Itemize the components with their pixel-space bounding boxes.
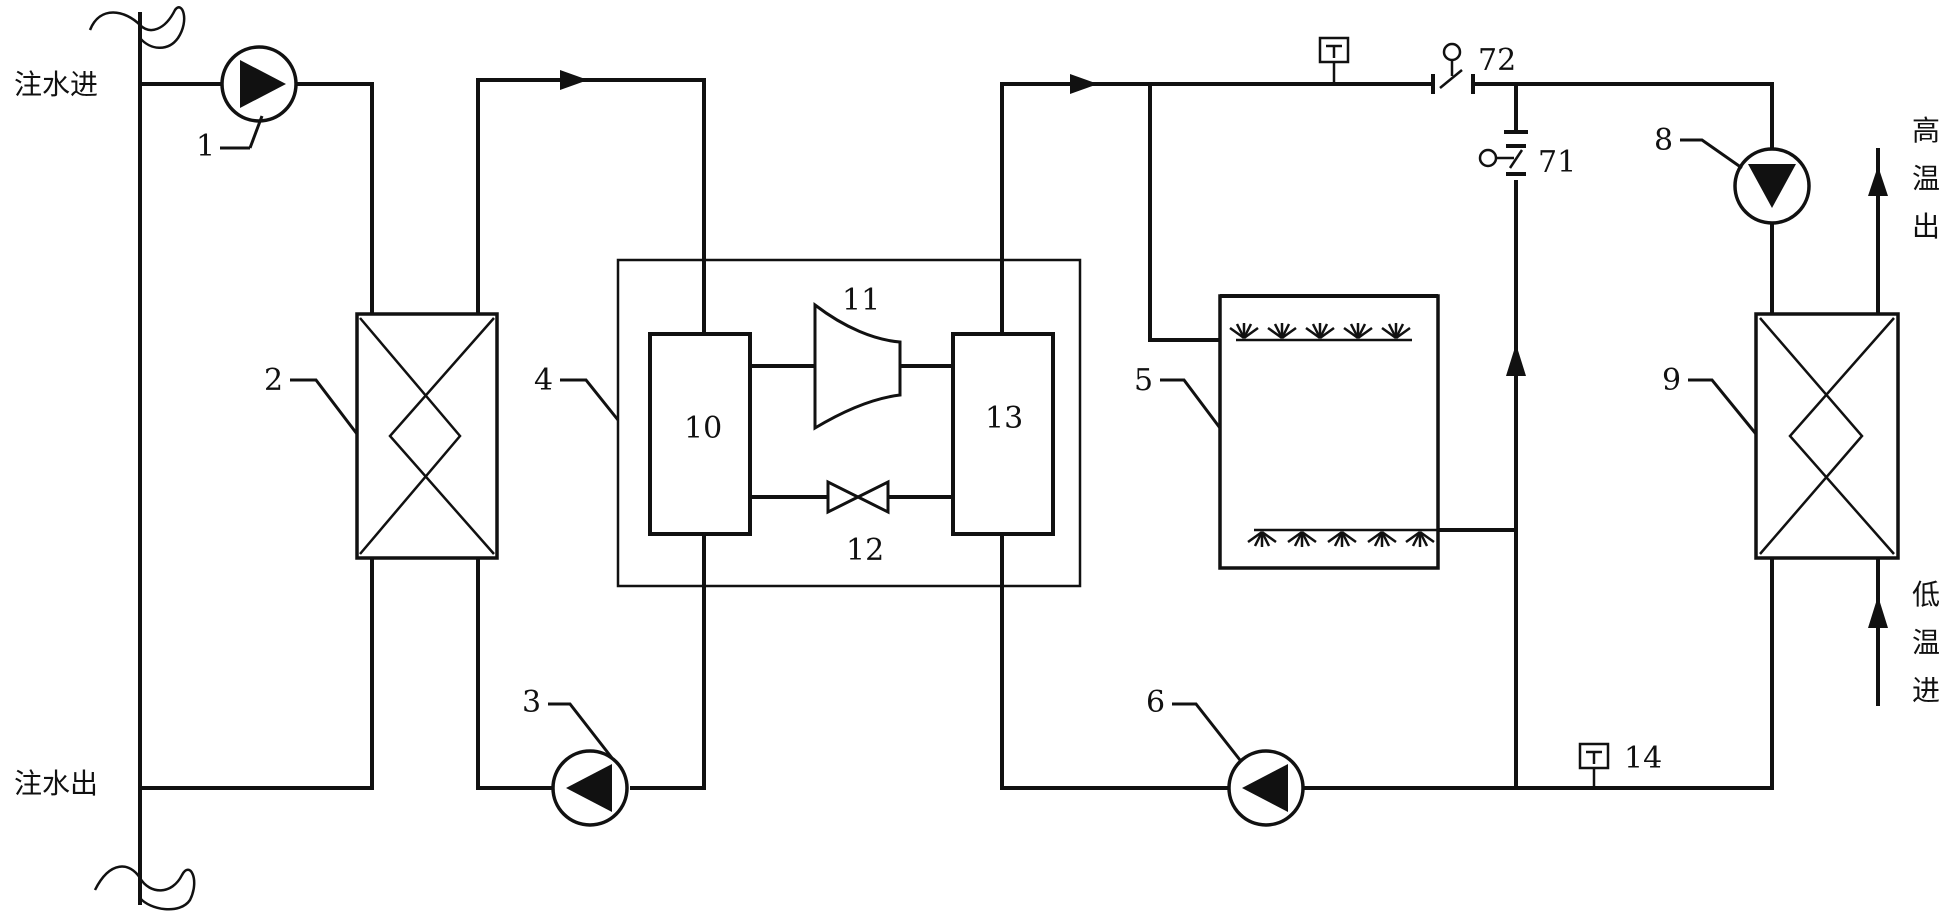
label-4: 4 xyxy=(534,363,553,398)
low-temp-in-char-1: 低 xyxy=(1912,578,1940,611)
spray-ray xyxy=(1419,530,1435,544)
label-6: 6 xyxy=(1146,685,1165,720)
spray-ray xyxy=(1267,326,1283,340)
high-temp-out-char-1: 高 xyxy=(1912,114,1940,147)
spray-ray xyxy=(1305,326,1321,340)
spray-ray xyxy=(1343,326,1359,340)
tank-5 xyxy=(1218,294,1440,570)
spray-nozzles-bottom xyxy=(1247,530,1435,547)
outlet-water-label: 注水出 xyxy=(14,767,98,800)
leader-5 xyxy=(1160,378,1222,429)
spray-ray xyxy=(1319,326,1335,340)
spray-ray xyxy=(1357,326,1373,340)
label-2: 2 xyxy=(264,363,283,398)
spray-nozzles-top xyxy=(1229,323,1411,340)
leader-6 xyxy=(1172,702,1242,761)
right-loop-pipes xyxy=(1000,82,1774,790)
spray-ray xyxy=(1395,326,1411,340)
leader-4 xyxy=(560,378,620,421)
label-3: 3 xyxy=(522,685,541,720)
leader-9 xyxy=(1688,378,1758,435)
evaporator-10 xyxy=(648,332,752,536)
label-71: 71 xyxy=(1538,145,1576,180)
temperature-sensor-14 xyxy=(1578,742,1610,788)
inlet-water-label: 注水进 xyxy=(14,68,98,101)
spray-ray xyxy=(1243,326,1259,340)
label-14: 14 xyxy=(1624,741,1662,776)
spray-ray xyxy=(1381,530,1397,544)
spray-ray xyxy=(1405,530,1421,544)
label-5: 5 xyxy=(1134,363,1153,398)
middle-loop-pipes xyxy=(476,78,706,790)
label-11: 11 xyxy=(842,283,880,318)
label-13: 13 xyxy=(985,401,1023,436)
label-72: 72 xyxy=(1478,43,1516,78)
spray-ray xyxy=(1327,530,1343,544)
valve-72 xyxy=(1431,42,1528,134)
spray-ray xyxy=(1281,326,1297,340)
valve-71 xyxy=(1478,144,1526,176)
heat-pump-unit-4 xyxy=(616,258,1082,588)
spray-ray xyxy=(1381,326,1397,340)
spray-ray xyxy=(1229,326,1245,340)
flow-arrow-top-right xyxy=(1070,74,1098,94)
low-temp-in-char-3: 进 xyxy=(1912,674,1940,707)
pump-8 xyxy=(1733,147,1811,225)
leader-3 xyxy=(548,702,614,759)
label-10: 10 xyxy=(684,411,722,446)
low-temp-in-char-2: 温 xyxy=(1912,626,1940,659)
spray-ray xyxy=(1247,530,1263,544)
spray-ray xyxy=(1367,530,1383,544)
spray-ray xyxy=(1261,530,1277,544)
injection-well-pipe xyxy=(88,6,196,911)
spray-ray xyxy=(1341,530,1357,544)
flow-arrow-up-right xyxy=(1506,344,1526,376)
external-loop-pipes xyxy=(1868,148,1888,706)
heat-exchanger-2 xyxy=(355,312,499,560)
expansion-valve-12 xyxy=(750,479,953,515)
spray-ray xyxy=(1287,530,1303,544)
pump-3 xyxy=(551,749,629,827)
label-9: 9 xyxy=(1662,363,1681,398)
flow-arrow-top-middle xyxy=(560,70,588,90)
high-temp-out-char-3: 出 xyxy=(1912,210,1940,243)
pump-1 xyxy=(220,45,298,123)
temperature-sensor-top xyxy=(1318,36,1350,84)
label-1: 1 xyxy=(196,129,215,164)
compressor-11 xyxy=(750,301,953,431)
label-8: 8 xyxy=(1654,123,1673,158)
heat-exchanger-9 xyxy=(1754,312,1900,560)
pump-6 xyxy=(1227,749,1305,827)
leader-2 xyxy=(290,378,359,435)
label-12: 12 xyxy=(846,533,884,568)
spray-ray xyxy=(1301,530,1317,544)
left-loop-pipes xyxy=(140,82,374,790)
leader-8 xyxy=(1680,138,1743,170)
high-temp-out-char-2: 温 xyxy=(1912,162,1940,195)
